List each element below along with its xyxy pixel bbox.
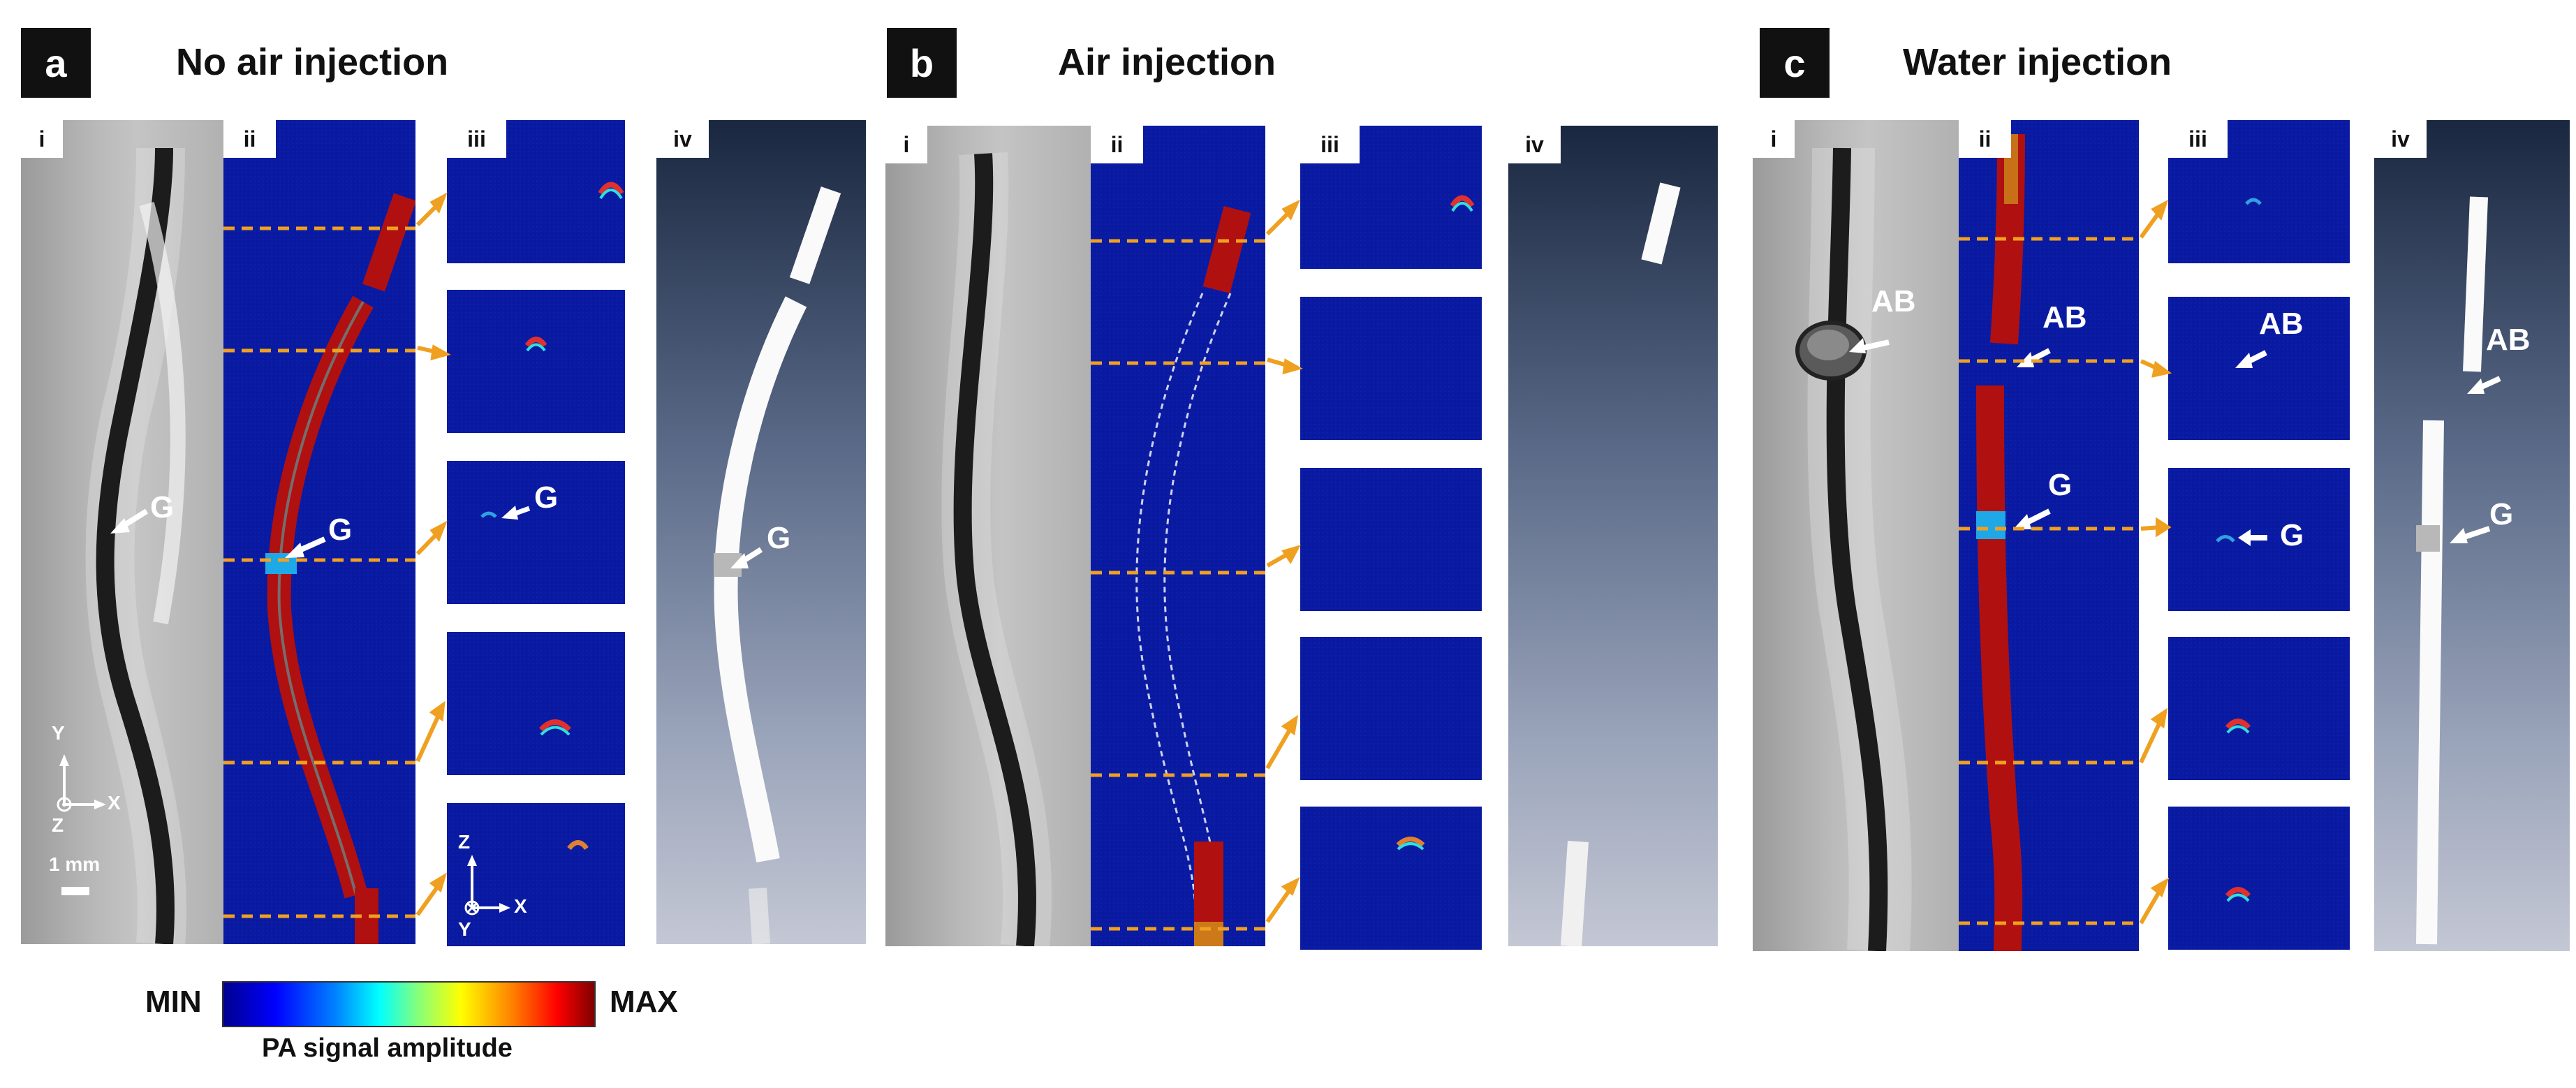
gap-label-c-iii: G bbox=[2280, 518, 2304, 552]
subtag-c-iii: iii bbox=[2168, 120, 2228, 158]
air-bubble-label-c-iii: AB bbox=[2259, 307, 2304, 341]
gap-label-a-ii: G bbox=[328, 513, 353, 547]
render-shape-b bbox=[1561, 182, 1681, 946]
gap-label-a-iv: G bbox=[767, 521, 791, 555]
thumb-a-iii-3: G bbox=[447, 461, 625, 604]
panel-tag-c-text: c bbox=[1783, 41, 1806, 85]
air-bubble-label-c-ii: AB bbox=[2043, 300, 2087, 335]
arrow-icon bbox=[110, 508, 149, 534]
subtag-a-iv: iv bbox=[656, 120, 709, 158]
catheter-photo-c bbox=[1795, 147, 1912, 951]
panel-tag-c: c bbox=[1760, 28, 1830, 98]
pa-signal-c bbox=[1976, 133, 2051, 951]
air-bubble-label-c-i: AB bbox=[1871, 284, 1916, 318]
pa-signal-b bbox=[1135, 205, 1251, 946]
thumb-a-iii-5: Z X Y bbox=[447, 803, 625, 946]
panel-tag-b: b bbox=[887, 28, 957, 98]
subtag-a-ii: ii bbox=[223, 120, 276, 158]
panel-title-c: Water injection bbox=[1903, 41, 2172, 83]
colorbar-min-label: MIN bbox=[145, 985, 202, 1019]
thumb-b-iii-5 bbox=[1300, 807, 1482, 950]
subtag-b-i: i bbox=[885, 126, 927, 163]
gap-label-a-i: G bbox=[150, 490, 175, 524]
axis-x-label-a: X bbox=[108, 792, 121, 814]
air-bubble-label-c-iv: AB bbox=[2486, 323, 2531, 357]
axis-icon bbox=[57, 754, 106, 895]
colorbar bbox=[222, 981, 596, 1027]
axis-xz-z-label-a: Z bbox=[458, 831, 471, 853]
thumb-c-iii-2: AB bbox=[2168, 297, 2350, 440]
colorbar-max-label: MAX bbox=[610, 985, 678, 1019]
axis-xz-x-label-a: X bbox=[514, 895, 527, 917]
axis-xz-y-label-a: Y bbox=[458, 918, 471, 940]
colorbar-title: PA signal amplitude bbox=[262, 1034, 513, 1063]
subtag-a-i: i bbox=[21, 120, 63, 158]
guide-lines-c-ii bbox=[1959, 237, 2139, 925]
thumb-c-iii-5 bbox=[2168, 807, 2350, 950]
subtag-b-iv: iv bbox=[1508, 126, 1561, 163]
pa-signal-a bbox=[265, 193, 415, 944]
subtag-b-iii: iii bbox=[1300, 126, 1360, 163]
gap-label-c-ii: G bbox=[2048, 468, 2073, 502]
catheter-photo-a bbox=[85, 147, 186, 944]
render-shape-a bbox=[714, 186, 841, 944]
pa-map-b-ii bbox=[1091, 126, 1265, 946]
guide-lines-b-ii bbox=[1091, 239, 1265, 931]
render-c-iv: AB G bbox=[2374, 120, 2570, 951]
subtag-a-iii: iii bbox=[447, 120, 506, 158]
render-b-iv bbox=[1508, 126, 1718, 946]
scale-bar-label-a: 1 mm bbox=[49, 853, 101, 875]
photo-b-i bbox=[885, 126, 1095, 946]
thumb-b-iii-4 bbox=[1300, 637, 1482, 780]
pa-map-a-ii: G bbox=[223, 120, 415, 944]
panel-tag-b-text: b bbox=[909, 41, 934, 85]
subtag-c-ii: ii bbox=[1959, 120, 2011, 158]
scale-bar-icon bbox=[61, 887, 89, 895]
panel-title-a: No air injection bbox=[176, 41, 449, 83]
thumb-b-iii-2 bbox=[1300, 297, 1482, 440]
subtag-c-iv: iv bbox=[2374, 120, 2427, 158]
photo-a-i: G Y X Z 1 mm bbox=[21, 120, 230, 944]
thumb-c-iii-4 bbox=[2168, 637, 2350, 780]
subtag-c-i: i bbox=[1753, 120, 1795, 158]
axis-z-label-a: Z bbox=[52, 814, 64, 836]
subtag-b-ii: ii bbox=[1091, 126, 1143, 163]
thumb-a-iii-2 bbox=[447, 290, 625, 433]
guide-lines-a-ii bbox=[223, 226, 415, 918]
panel-title-b: Air injection bbox=[1058, 41, 1276, 83]
thumb-c-iii-3: G bbox=[2168, 468, 2350, 611]
pa-map-c-ii: AB G bbox=[1959, 120, 2139, 951]
panel-tag-a: a bbox=[21, 28, 91, 98]
axis-y-label-a: Y bbox=[52, 722, 65, 744]
render-shape-c bbox=[2416, 196, 2501, 945]
catheter-photo-b bbox=[941, 152, 1052, 946]
render-a-iv: G bbox=[656, 120, 866, 944]
gap-label-c-iv: G bbox=[2489, 497, 2514, 531]
thumb-b-iii-3 bbox=[1300, 468, 1482, 611]
gap-label-a-iii: G bbox=[534, 480, 559, 515]
thumb-a-iii-4 bbox=[447, 632, 625, 775]
panel-tag-a-text: a bbox=[45, 41, 67, 85]
photo-c-i: AB bbox=[1753, 120, 1962, 951]
